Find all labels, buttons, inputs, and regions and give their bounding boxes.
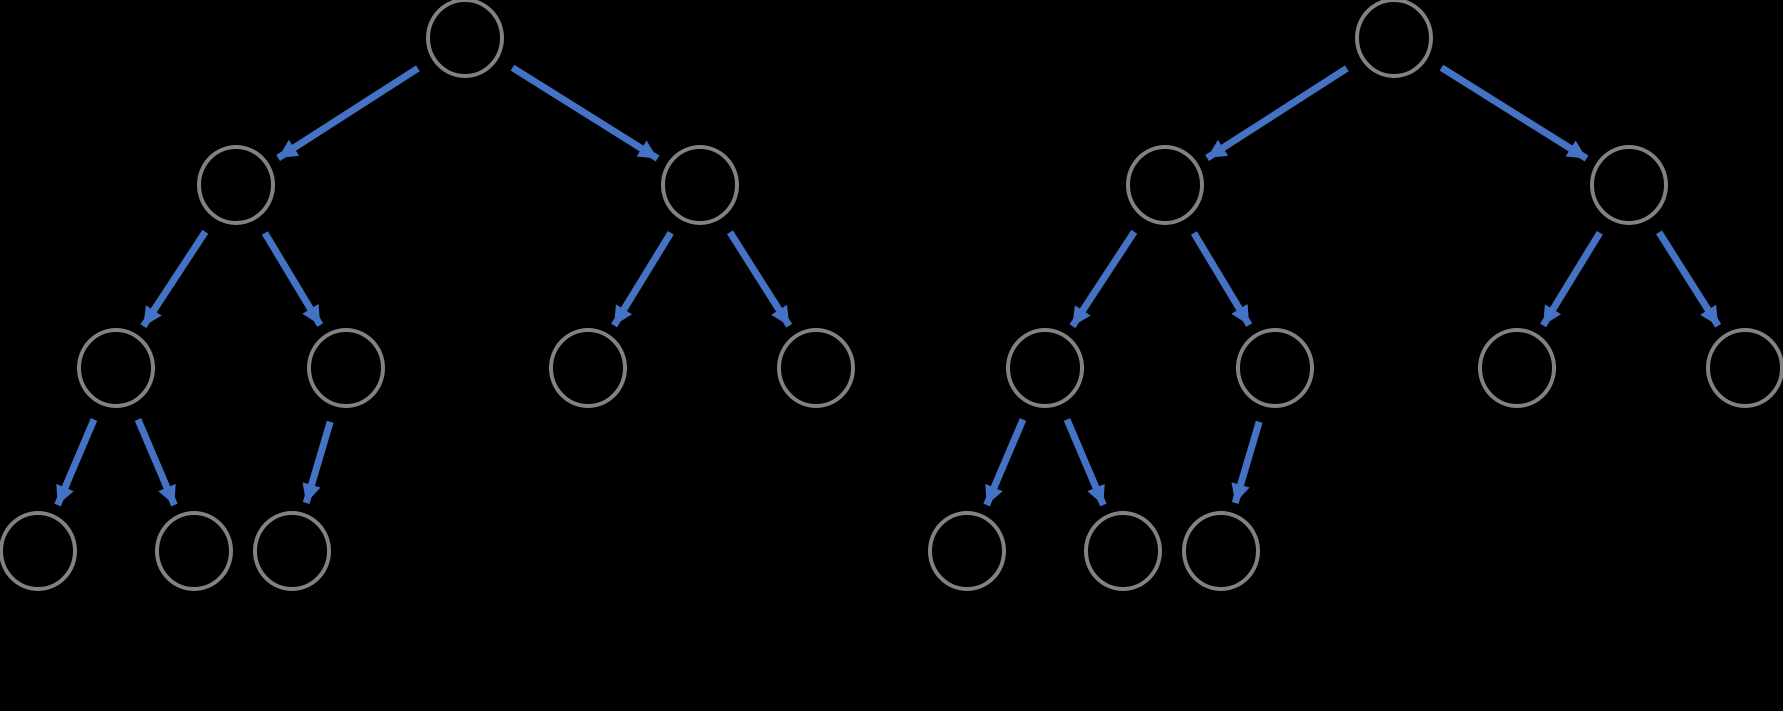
right-tree-edge-root-R [1439,64,1589,162]
left-tree [0,0,855,591]
left-tree-edge-R-RR [727,230,793,328]
left-tree-edge-root-L [276,65,420,161]
right-tree-edge-L-LL [1069,229,1138,329]
left-tree-edge-LR-LRL [302,420,334,504]
right-tree-edge-L-LR [1190,231,1253,327]
right-tree-edge-LL-LLR [1063,418,1107,507]
left-tree-node-LR [307,328,385,408]
right-tree-edge-root-L [1205,65,1349,161]
left-tree-edge-L-LR [261,231,324,327]
left-tree-node-L [197,145,275,225]
left-tree-edge-LL-LLL [54,418,98,507]
right-tree-node-LL [1006,328,1084,408]
left-tree-node-LLR [155,511,233,591]
right-tree-node-RL [1478,328,1556,408]
right-tree-node-LR [1236,328,1314,408]
right-tree-edge-LL-LLL [983,418,1027,507]
right-tree-edge-R-RR [1656,230,1722,328]
left-tree-node-RR [777,328,855,408]
left-tree-edge-R-RL [611,230,674,328]
left-tree-node-LRL [253,511,331,591]
right-tree-node-RR [1706,328,1783,408]
right-tree-node-R [1590,145,1668,225]
right-tree-edge-LR-LRL [1231,420,1263,504]
right-tree-node-LLL [928,511,1006,591]
left-tree-edge-L-LL [140,229,209,329]
left-tree-node-LL [77,328,155,408]
right-tree-edge-R-RL [1540,230,1603,328]
right-tree [928,0,1783,591]
right-tree-node-LLR [1084,511,1162,591]
left-tree-node-LLL [0,511,77,591]
left-tree-node-root [426,0,504,78]
right-tree-node-root [1355,0,1433,78]
left-tree-node-R [661,145,739,225]
left-tree-node-RL [549,328,627,408]
right-tree-node-LRL [1182,511,1260,591]
left-tree-edge-LL-LLR [134,418,178,507]
right-tree-node-L [1126,145,1204,225]
left-tree-edge-root-R [510,64,660,162]
